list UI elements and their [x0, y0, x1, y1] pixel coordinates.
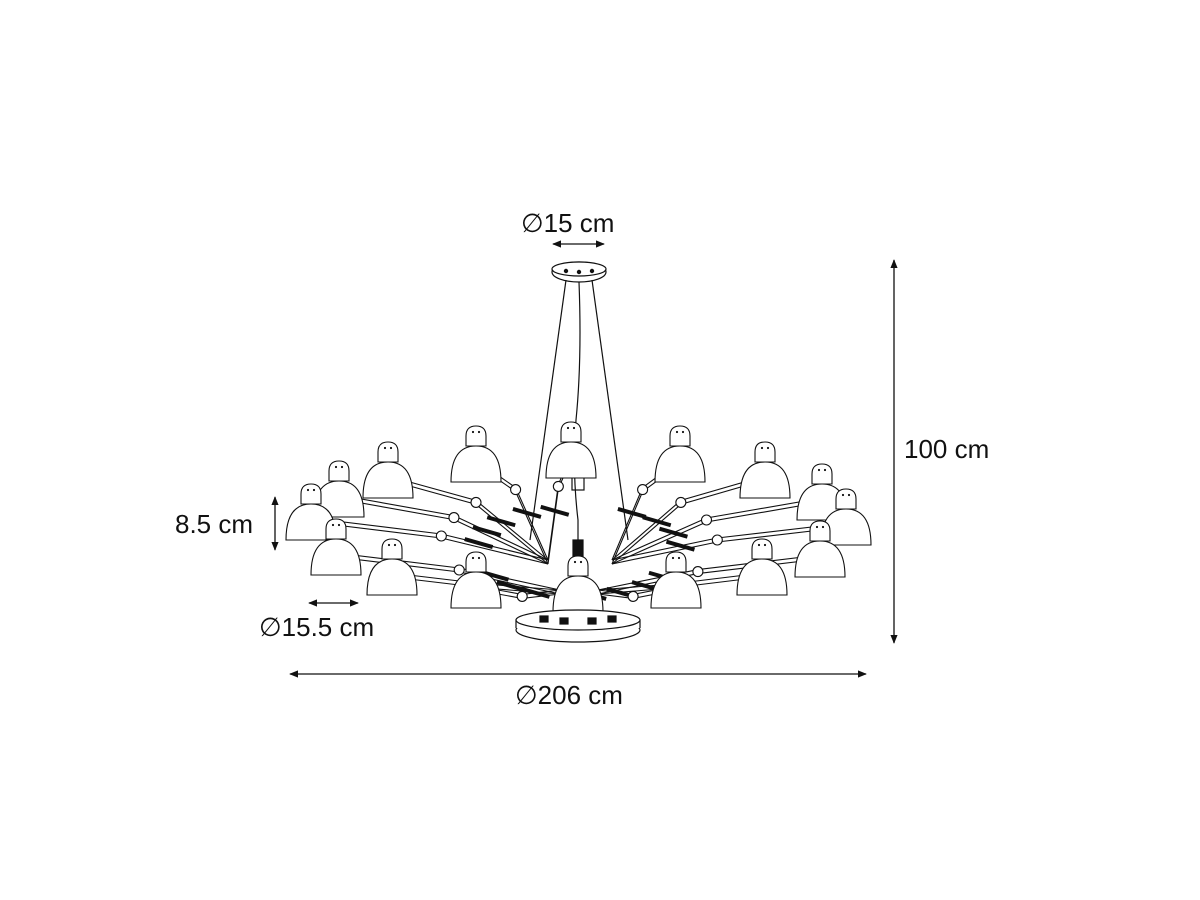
- lamp-shade: [362, 441, 414, 499]
- lamp-shade: [285, 483, 337, 541]
- lamp-shade: [650, 551, 702, 609]
- lamp-shade: [545, 421, 597, 479]
- lamp-arm: [611, 497, 823, 565]
- lamp-shade: [736, 538, 788, 596]
- lamp-arms: [310, 455, 847, 606]
- lamp-shade: [313, 460, 365, 518]
- lamp-shade: [739, 441, 791, 499]
- lamp-arm: [387, 475, 549, 565]
- lamp-arm: [611, 522, 847, 565]
- lamp-shade: [450, 425, 502, 483]
- suspension-cable-left: [529, 279, 567, 541]
- lamp-shade: [552, 555, 604, 613]
- lamp-shade: [366, 538, 418, 596]
- chandelier-fixture: [529, 261, 629, 565]
- lamp-shade: [310, 518, 362, 576]
- overall-diameter-label: ∅206 cm: [515, 680, 623, 710]
- lamp-arm: [338, 494, 549, 565]
- shade-diameter-label: ∅15.5 cm: [259, 612, 375, 642]
- lamp-shade: [654, 425, 706, 483]
- power-cord: [573, 281, 581, 562]
- base-ring: [515, 609, 641, 643]
- lamp-shade: [450, 551, 502, 609]
- lamp-shades: [285, 421, 872, 613]
- height-label: 100 cm: [904, 434, 990, 464]
- shade-height-label: 8.5 cm: [175, 509, 254, 539]
- lamp-shade: [820, 488, 872, 546]
- lamp-arm: [611, 475, 766, 565]
- canopy-diameter-label: ∅15 cm: [521, 208, 615, 238]
- lamp-arm: [310, 517, 549, 565]
- lamp-shade: [794, 520, 846, 578]
- dimension-lines: [271, 240, 898, 678]
- suspension-cable-right: [591, 279, 629, 541]
